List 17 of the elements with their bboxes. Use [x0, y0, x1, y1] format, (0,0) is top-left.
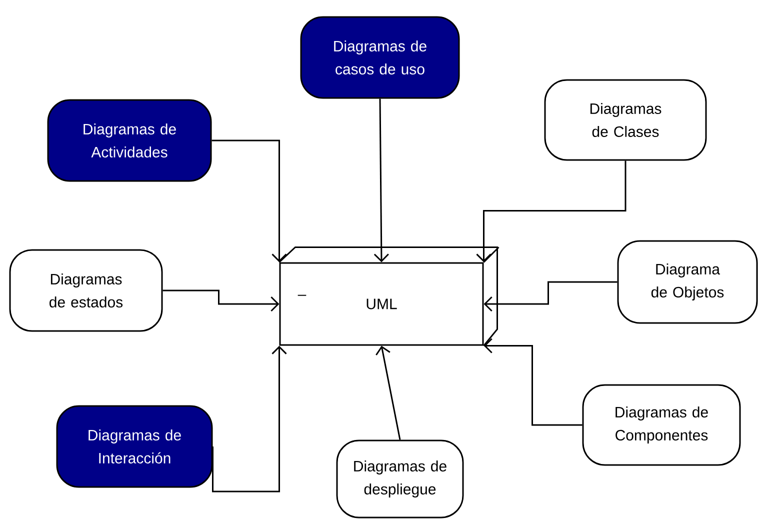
diagram-box: Diagramas de despliegue	[336, 440, 464, 518]
arrow	[376, 346, 401, 440]
diagram-box: Diagramas de estados	[9, 249, 163, 332]
arrow	[374, 98, 389, 262]
arrow	[162, 290, 280, 312]
diagram-box: Diagramas de casos de uso	[300, 16, 460, 99]
diagram-box: Diagrama de Objetos	[617, 240, 758, 324]
arrow	[476, 160, 626, 262]
arrow	[212, 346, 287, 492]
arrow	[484, 338, 582, 426]
diagram-box: Diagramas de Interacción	[56, 405, 213, 488]
diagram-box: Diagramas de Actividades	[47, 99, 212, 182]
diagram-box: Diagramas de Clases	[544, 79, 707, 161]
diagram-box: Diagramas de Componentes	[582, 384, 741, 466]
arrow	[484, 281, 618, 312]
arrow	[212, 140, 287, 262]
dash-mark: –	[298, 294, 306, 296]
